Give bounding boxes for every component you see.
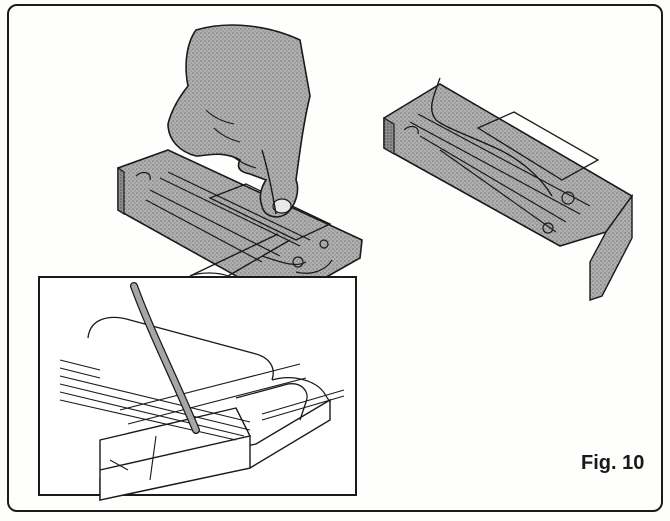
presser-foot-right-icon (383, 77, 634, 301)
leader-lines (189, 233, 291, 277)
figure-label: Fig. 10 (581, 452, 645, 474)
presser-foot-icon (117, 149, 363, 297)
hand-threading-icon (167, 24, 311, 218)
threading-detail-icon (38, 276, 357, 501)
